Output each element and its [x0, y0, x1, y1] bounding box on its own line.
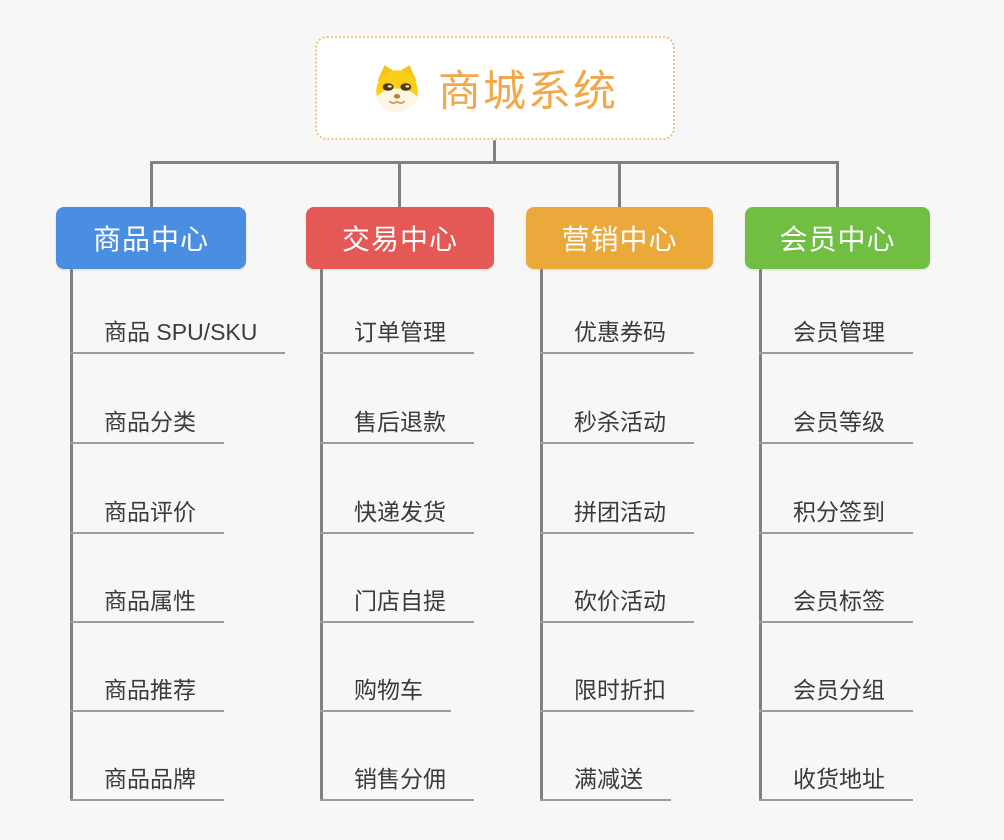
leaf-bargain-activity[interactable]: 砍价活动	[540, 581, 694, 623]
leaf-member-management[interactable]: 会员管理	[759, 312, 913, 354]
branch-label: 商品中心	[92, 224, 209, 255]
connector-trunk-trade	[320, 269, 323, 801]
leaf-full-reduction[interactable]: 满减送	[540, 759, 671, 801]
branch-label: 交易中心	[341, 224, 458, 255]
root-node[interactable]: 商城系统	[315, 36, 675, 140]
leaf-product-review[interactable]: 商品评价	[70, 492, 224, 534]
leaf-order-management[interactable]: 订单管理	[320, 312, 474, 354]
connector-trunk-member	[759, 269, 762, 801]
branch-label: 营销中心	[561, 224, 678, 255]
leaf-member-level[interactable]: 会员等级	[759, 402, 913, 444]
dog-face-icon	[376, 65, 418, 112]
leaf-store-pickup[interactable]: 门店自提	[320, 581, 474, 623]
branch-label: 会员中心	[779, 224, 896, 255]
branch-node-trade-center[interactable]: 交易中心	[306, 207, 494, 269]
branch-node-member-center[interactable]: 会员中心	[745, 207, 930, 269]
connector-root-stub	[493, 140, 496, 163]
connector-horizontal-bar	[150, 161, 839, 164]
connector-drop-member	[836, 161, 839, 208]
connector-trunk-marketing	[540, 269, 543, 801]
leaf-product-brand[interactable]: 商品品牌	[70, 759, 224, 801]
leaf-product-category[interactable]: 商品分类	[70, 402, 224, 444]
connector-drop-trade	[398, 161, 401, 208]
branch-node-product-center[interactable]: 商品中心	[56, 207, 246, 269]
leaf-sales-commission[interactable]: 销售分佣	[320, 759, 474, 801]
leaf-shopping-cart[interactable]: 购物车	[320, 670, 451, 712]
connector-drop-product	[150, 161, 153, 208]
root-label: 商城系统	[438, 68, 618, 116]
leaf-aftersale-refund[interactable]: 售后退款	[320, 402, 474, 444]
leaf-product-recommend[interactable]: 商品推荐	[70, 670, 224, 712]
leaf-member-tag[interactable]: 会员标签	[759, 581, 913, 623]
leaf-product-spu-sku[interactable]: 商品 SPU/SKU	[70, 312, 286, 354]
leaf-express-delivery[interactable]: 快递发货	[320, 492, 474, 534]
connector-trunk-product	[70, 269, 73, 801]
leaf-coupon-code[interactable]: 优惠券码	[540, 312, 694, 354]
leaf-member-group[interactable]: 会员分组	[759, 670, 913, 712]
branch-node-marketing-center[interactable]: 营销中心	[526, 207, 713, 269]
leaf-time-discount[interactable]: 限时折扣	[540, 670, 694, 712]
leaf-product-attribute[interactable]: 商品属性	[70, 581, 224, 623]
leaf-shipping-address[interactable]: 收货地址	[759, 759, 913, 801]
connector-drop-marketing	[618, 161, 621, 208]
leaf-group-buy[interactable]: 拼团活动	[540, 492, 694, 534]
leaf-flash-sale[interactable]: 秒杀活动	[540, 402, 694, 444]
leaf-points-checkin[interactable]: 积分签到	[759, 492, 913, 534]
